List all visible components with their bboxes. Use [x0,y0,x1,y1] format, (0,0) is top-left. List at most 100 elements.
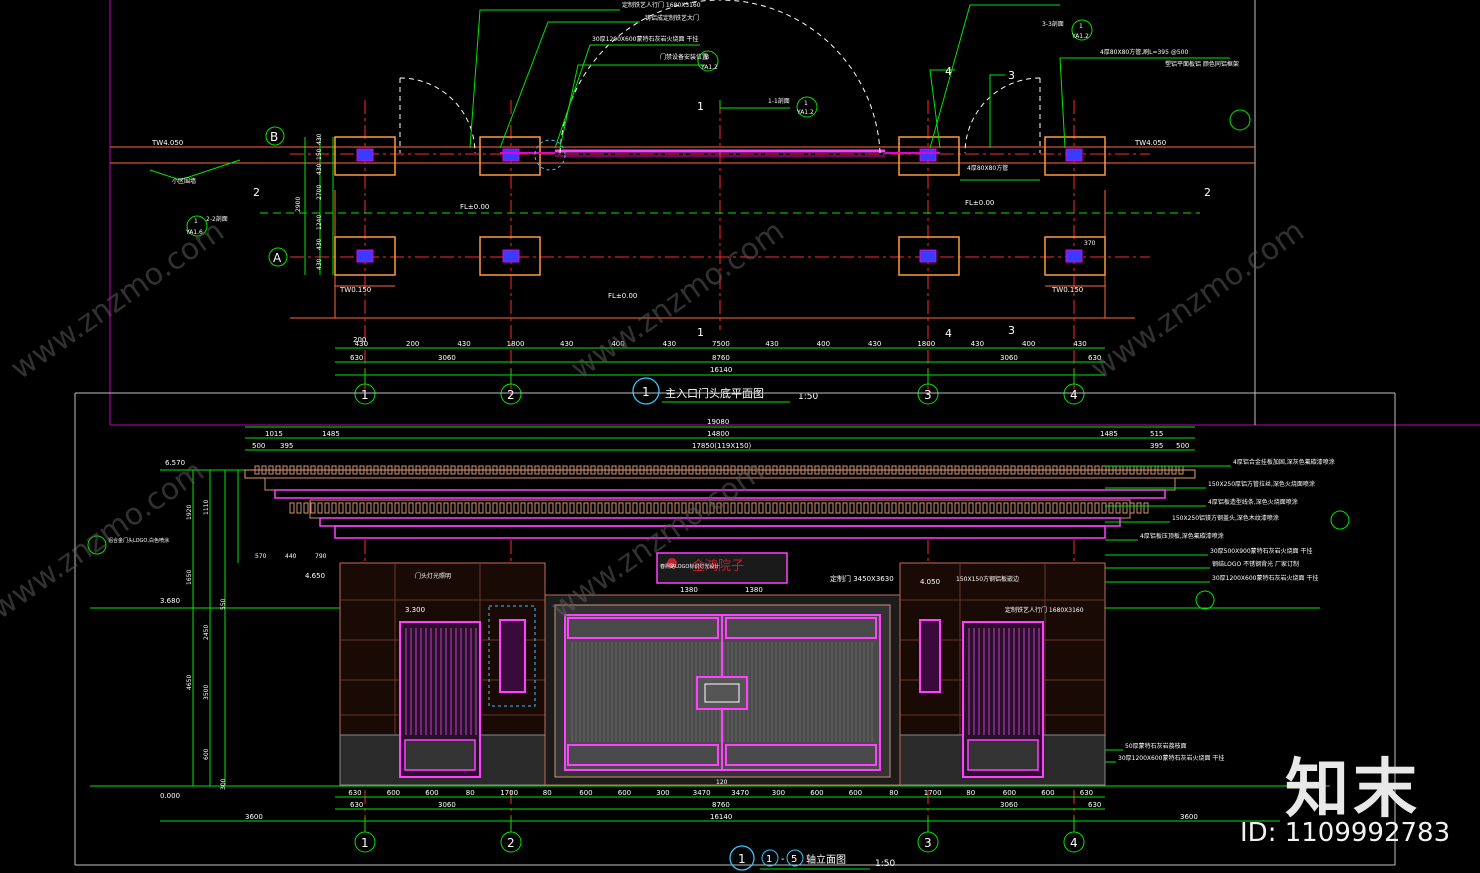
elev-dim: 3470 [693,789,711,797]
elev-dim: 630 [1080,789,1093,797]
plan-col-label: 4 [1070,388,1078,402]
svg-text:YA1.6: YA1.6 [185,229,203,236]
elev-right-note: 4厚铝板造型线条,深色火烧面喷涂 [1208,498,1298,506]
elev-level: 4.650 [305,572,325,580]
plan-side-dim: 2700 [316,185,323,200]
plan-callout: 塑铝平面板铝 颜色同铝框架 [1165,60,1239,68]
svg-text:1380: 1380 [745,586,763,594]
watermark-id: ID: 1109992783 [1240,818,1451,848]
svg-text:1: 1 [697,100,704,113]
plan-dim: 430 [868,340,881,348]
svg-text:YA1.2: YA1.2 [700,64,718,71]
plan-side-dim: 430 [316,238,323,250]
plan-callout: 小区围墙 [172,177,196,185]
elev-title: 轴立面图 [806,853,846,866]
svg-text:www.znzmo.com: www.znzmo.com [565,214,791,387]
elev-left-dim: 550 [220,598,227,610]
elev-dim: 630 [348,789,361,797]
elev-col-label: 2 [507,836,515,850]
svg-text:1: 1 [697,326,704,339]
elev-right-note: 30厚500X900蒙特石灰岩火烧面 干挂 [1210,547,1313,555]
svg-text:2: 2 [253,186,260,199]
svg-text:3: 3 [1008,324,1015,337]
plan-callout: 370 [1084,240,1096,247]
elev-dim: 80 [966,789,975,797]
plan-fl-right: FL±0.00 [965,199,994,207]
elev-left-dim: 1110 [203,500,210,515]
elevation-main-gate [544,594,901,786]
plan-col-label: 1 [361,388,369,402]
plan-fl-center: FL±0.00 [460,203,489,211]
elev-dim: 600 [387,789,400,797]
plan-row-b-bubble: B [265,126,285,146]
plan-callout: 2-2剖面 [206,215,228,223]
elev-right-note: 钢结LOGO 不锈钢背光 厂家订制 [1212,560,1299,568]
svg-text:B: B [270,130,278,144]
elev-top-dim: 395 [1150,442,1163,450]
plan-two-left: TW0.150 [339,286,371,294]
elev-top-dim: 19080 [707,418,729,426]
plan-dim: 430 [355,340,368,348]
svg-text:B: B [705,54,709,61]
sign-text: 金鸿院子 [692,558,744,574]
plan-dim: 630 [350,354,363,362]
elev-col-bubble [500,831,522,853]
plan-title-number: 1 [642,385,650,399]
plan-col-bubble [354,383,376,405]
watermark-brand: 知末 [1285,753,1421,827]
elev-right-note: 150X250铝镁方钢盖头,深色木纹漆喷涂 [1172,514,1279,522]
elevation-view: 金鸿院子 春熙路LOGO标识灯光设计 19080 14800 17850(119… [74,392,1396,871]
elev-dim: 1700 [500,789,518,797]
elev-title-number: 1 [738,852,746,866]
plan-callout: 4厚80X80方管,刷L=395 @500 [1100,48,1188,56]
elev-dim: 3060 [1000,801,1018,809]
plan-col-bubble [500,383,522,405]
plan-callout: 4厚80X80方管 [967,164,1008,172]
elev-left-dim: 2450 [203,625,210,640]
plan-tw-left: TW4.050 [151,139,183,147]
plan-dim: 400 [817,340,830,348]
elev-dim: 80 [889,789,898,797]
elev-right-note: 150X250厚铝方管拉丝,深色火烧面喷涂 [1208,480,1315,488]
plan-col-bubble [917,383,939,405]
elev-top-dim: 500 [252,442,265,450]
svg-text:1: 1 [194,218,198,225]
svg-text:YA1.2: YA1.2 [796,109,814,116]
elev-right-note: 150X150方钢铝板嵌边 [956,575,1019,583]
elev-col-label: 1 [361,836,369,850]
svg-text:4: 4 [945,65,952,78]
elev-dim: 600 [618,789,631,797]
plan-dim: 430 [765,340,778,348]
plan-dim: 430 [1073,340,1086,348]
elev-level: 6.570 [165,459,185,467]
elev-left-dim: 1920 [186,505,193,520]
plan-dim: 1800 [507,340,525,348]
elev-dim: 600 [1041,789,1054,797]
elevation-right-door [962,621,1044,778]
elev-dim: 8760 [712,801,730,809]
elev-level: 3.680 [160,597,180,605]
elev-col-bubble [1063,831,1085,853]
elev-top-dim: 500 [1176,442,1189,450]
plan-dim: 400 [611,340,624,348]
plan-callout: 3-3剖面 [1042,20,1064,28]
plan-dim: 630 [1088,354,1101,362]
plan-title-block: 1 主入口门头底平面图 1:50 [632,377,818,405]
elev-left-dim: 4650 [186,675,193,690]
elev-right-note: 4厚铝板压顶板,深色氟碳漆喷涂 [1140,532,1224,540]
plan-callout: 30厚1200X600蒙特石灰岩火烧面 干挂 [592,35,698,43]
svg-text:1: 1 [766,854,772,865]
elev-top-dim: 395 [280,442,293,450]
elev-level: 3.300 [405,606,425,614]
svg-text:2: 2 [1204,186,1211,199]
plan-dim: 430 [457,340,470,348]
elev-left-dim: 440 [285,553,297,560]
sign-subtext: 春熙路LOGO标识灯光设计 [660,563,719,570]
elev-top-dim: 1485 [1100,430,1118,438]
elev-dim: 3060 [438,801,456,809]
elevation-sign: 金鸿院子 春熙路LOGO标识灯光设计 [656,552,788,584]
plan-dim: 8760 [712,354,730,362]
elev-right-note: 4厚铝合金挂板加固,深灰色氟碳漆喷涂 [1233,458,1335,466]
plan-side-dim: 150 [316,148,323,160]
elev-right-note: 定制铁艺人行门 1680X3160 [1005,606,1084,614]
